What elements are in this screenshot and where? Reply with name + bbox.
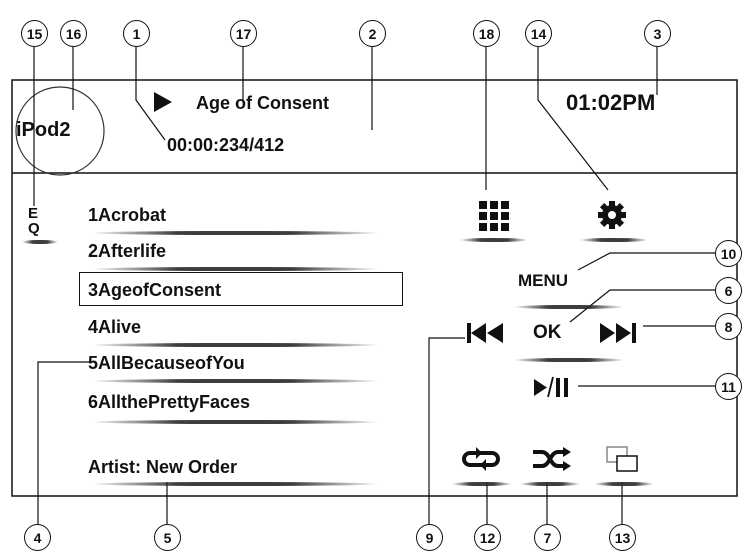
track-item[interactable]: 2Afterlife xyxy=(88,241,167,261)
callout-9: 9 xyxy=(416,524,443,551)
time-counter: 00:00:234/412 xyxy=(167,135,285,155)
callout-18: 18 xyxy=(473,20,500,47)
gear-icon[interactable] xyxy=(597,200,627,230)
play-icon xyxy=(154,92,172,112)
window-icon[interactable] xyxy=(606,446,640,474)
transport-underline xyxy=(514,358,624,362)
gear-underline xyxy=(580,238,648,242)
callout-2: 2 xyxy=(359,20,386,47)
callout-6: 6 xyxy=(715,277,742,304)
track-item[interactable]: 6AllthePrettyFaces xyxy=(88,392,251,412)
menu-button[interactable]: MENU xyxy=(518,271,569,290)
callout-16: 16 xyxy=(60,20,87,47)
callout-4: 4 xyxy=(24,524,51,551)
callout-5: 5 xyxy=(154,524,181,551)
skip-forward-icon[interactable] xyxy=(598,322,638,344)
track-item[interactable]: 5AllBecauseofYou xyxy=(88,353,245,373)
track-underline xyxy=(90,343,380,347)
callout-12: 12 xyxy=(474,524,501,551)
play-pause-icon[interactable] xyxy=(533,376,573,398)
callout-17: 17 xyxy=(230,20,257,47)
callout-7: 7 xyxy=(534,524,561,551)
window-underline xyxy=(594,482,654,486)
eq-label-top[interactable]: E xyxy=(28,205,39,222)
callout-3: 3 xyxy=(644,20,671,47)
ok-button[interactable]: OK xyxy=(533,322,562,343)
track-underline xyxy=(90,420,380,424)
now-playing-title: Age of Consent xyxy=(196,93,329,113)
grid-icon[interactable] xyxy=(478,200,510,232)
clock: 01:02PM xyxy=(566,90,656,115)
artist-underline xyxy=(90,482,380,486)
callout-13: 13 xyxy=(609,524,636,551)
artist-label: Artist: New Order xyxy=(88,457,238,477)
track-underline xyxy=(90,231,380,235)
callout-11: 11 xyxy=(715,373,742,400)
repeat-underline xyxy=(452,482,512,486)
callout-10: 10 xyxy=(715,240,742,267)
shuffle-underline xyxy=(520,482,580,486)
grid-underline xyxy=(460,238,528,242)
source-circle xyxy=(15,86,105,176)
source-label[interactable]: iPod2 xyxy=(16,119,71,141)
callout-15: 15 xyxy=(21,20,48,47)
track-underline xyxy=(90,379,380,383)
skip-back-icon[interactable] xyxy=(466,322,506,344)
shuffle-icon[interactable] xyxy=(532,447,572,471)
callout-14: 14 xyxy=(525,20,552,47)
track-item[interactable]: 4Alive xyxy=(88,317,142,337)
track-item-selected[interactable]: 3AgeofConsent xyxy=(88,280,222,300)
track-item[interactable]: 1Acrobat xyxy=(88,205,167,225)
eq-underline xyxy=(22,240,58,244)
track-underline xyxy=(90,267,380,271)
eq-label-bottom[interactable]: Q xyxy=(28,220,40,237)
callout-1: 1 xyxy=(123,20,150,47)
repeat-icon[interactable] xyxy=(462,447,500,471)
selected-track-box xyxy=(79,272,403,306)
menu-underline xyxy=(514,305,624,309)
callout-8: 8 xyxy=(715,313,742,340)
